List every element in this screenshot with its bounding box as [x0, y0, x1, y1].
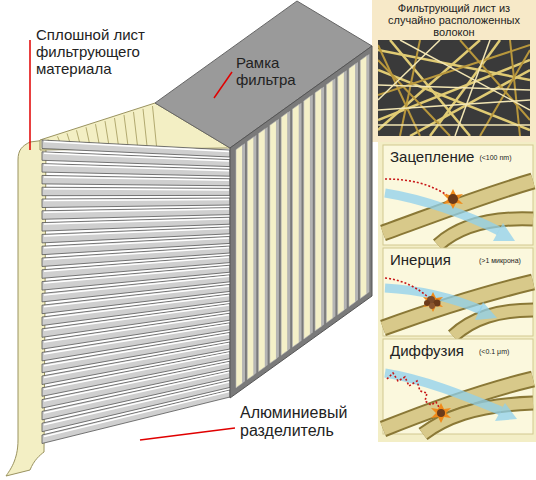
pleat-highlight	[44, 142, 229, 152]
pleat	[42, 175, 230, 185]
part-label: Рамка фильтра	[236, 54, 326, 88]
pleat	[42, 164, 230, 177]
panel-ground	[372, 0, 536, 142]
slat	[326, 80, 333, 323]
filter-sheet	[6, 140, 46, 476]
slat-shade	[333, 78, 336, 318]
particle-size: (<0.1 μm)	[479, 348, 509, 356]
pleat-fold	[153, 106, 157, 146]
pleat-highlight	[44, 200, 229, 201]
panel-title: Фильтрующий лист из случайно расположенн…	[376, 2, 532, 38]
fiber-picture	[378, 40, 530, 136]
pleats	[42, 140, 230, 444]
pleat-highlight	[44, 392, 229, 437]
pleat-fold	[134, 112, 138, 146]
slat-shade	[276, 119, 279, 359]
pleat-highlight	[44, 228, 229, 236]
slat	[360, 56, 367, 299]
mechanism-name: Инерция	[390, 251, 451, 269]
mechanism-name: Зацепление	[390, 148, 474, 166]
slat-shade	[288, 111, 291, 351]
slat	[247, 137, 254, 380]
pleat-fold	[105, 121, 109, 146]
panel-ground	[378, 142, 536, 442]
slat	[270, 121, 277, 364]
slat	[315, 88, 322, 331]
part-label: Алюминиевый разделитель	[240, 404, 380, 440]
slat-shade	[344, 70, 347, 310]
slat-shade	[299, 103, 302, 343]
pleat	[42, 187, 230, 196]
slat	[259, 129, 266, 372]
pleat-highlight	[44, 153, 229, 161]
pleat	[42, 380, 230, 431]
fiber-sheet-panel: Фильтрующий лист из случайно расположенн…	[372, 0, 536, 142]
pleat-fold	[143, 109, 147, 146]
slat	[281, 113, 288, 356]
mechanism-panel: Диффузия (<0.1 μm)	[383, 339, 533, 434]
slat	[338, 72, 345, 315]
slat	[236, 145, 243, 388]
interception-picture	[383, 145, 533, 245]
mechanism-panel: Зацепление (<100 nm)	[383, 145, 533, 245]
slat-shade	[310, 95, 313, 335]
pleat-fold	[124, 115, 128, 146]
filter-frame-front	[230, 46, 372, 398]
pleat-highlight	[44, 165, 229, 171]
particle-size: (<100 nm)	[479, 154, 511, 162]
pleat-highlight	[44, 238, 229, 248]
leader-lines	[30, 40, 235, 440]
pleat-highlight	[44, 219, 229, 224]
mechanism-panel: Инерция (>1 микрона)	[383, 248, 533, 336]
part-label: Сплошной лист фильтрующего материала	[36, 26, 186, 77]
pleat	[42, 390, 230, 444]
pleat-highlight	[44, 177, 229, 180]
pleat-highlight	[44, 209, 229, 212]
pleat	[42, 198, 230, 208]
pleat-folds	[48, 106, 157, 146]
slat-shade	[265, 127, 268, 367]
slat	[293, 104, 300, 347]
diffusion-picture	[383, 339, 533, 434]
slat-shade	[356, 62, 359, 302]
slat	[349, 64, 356, 307]
slat	[304, 96, 311, 339]
pleat-fold	[115, 118, 119, 146]
slat-shade	[367, 54, 370, 294]
inertia-picture	[383, 248, 533, 336]
slat-shade	[243, 143, 246, 383]
particle-size: (>1 микрона)	[479, 257, 521, 265]
pleat	[42, 208, 230, 220]
separator-slats	[236, 54, 369, 388]
mechanism-name: Диффузия	[390, 342, 464, 360]
slat-shade	[254, 135, 256, 375]
slat-shade	[322, 86, 325, 326]
pleat-highlight	[44, 189, 229, 190]
